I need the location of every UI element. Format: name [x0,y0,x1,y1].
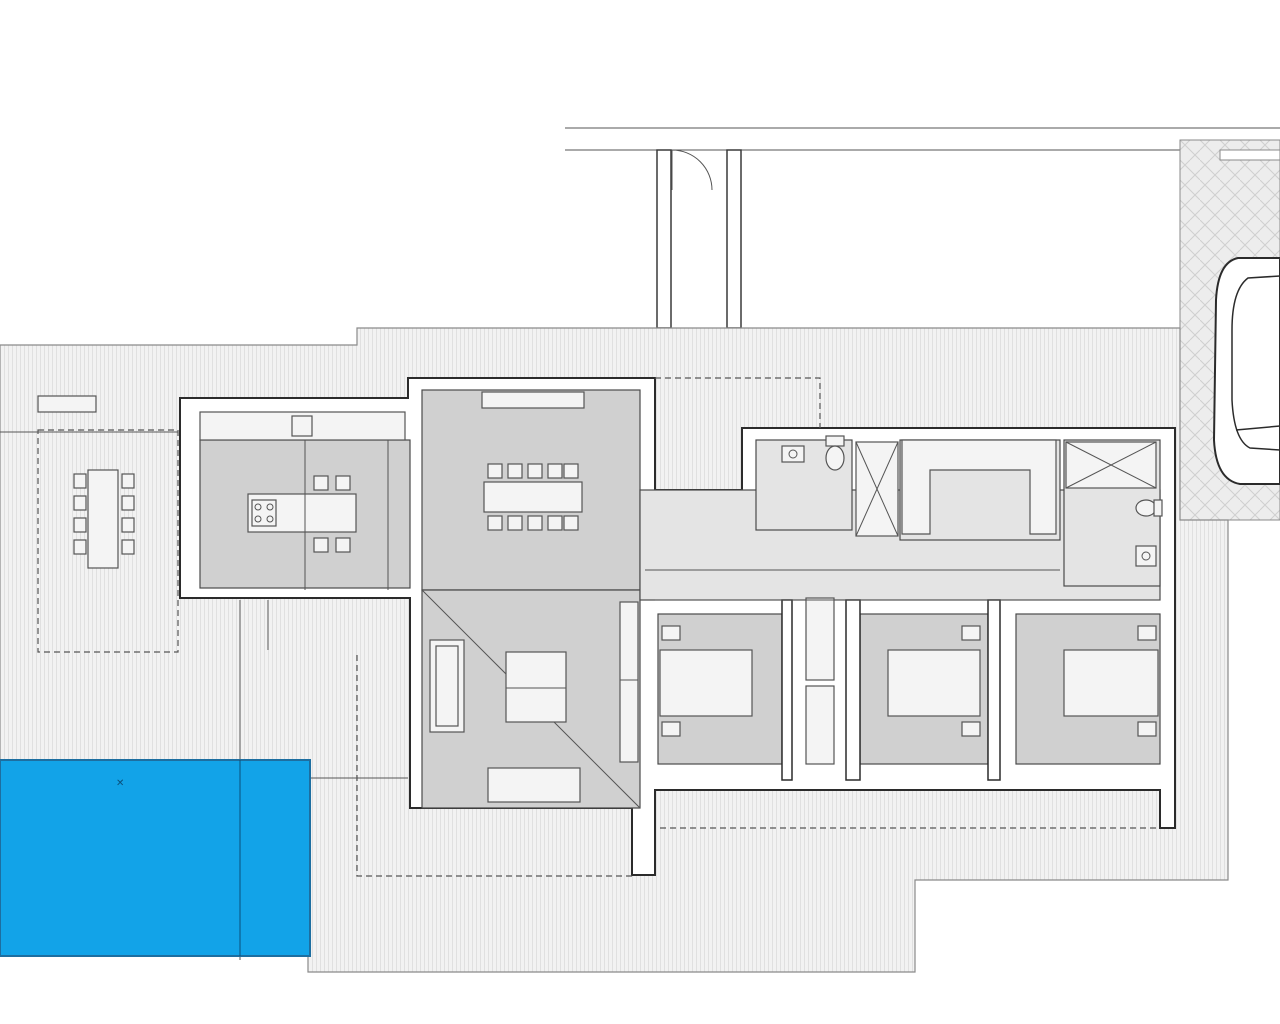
sofa-icon [429,639,465,733]
sofa-bottom [487,767,581,803]
bed-icon [887,625,981,737]
courtyard-walls [565,127,1280,329]
car-icon [1212,257,1280,485]
gate-door-swing [671,149,713,191]
wardrobe-1 [805,597,835,765]
courtyard-wall-left [656,149,672,329]
sink-icon [781,445,805,463]
toilet-icon [1135,499,1163,517]
living [421,589,641,809]
bathroom-2 [1063,439,1163,587]
parking-area [1179,139,1280,521]
bathroom-1 [755,435,899,537]
covered-terrace-left [0,395,408,779]
stove-icon [251,499,277,527]
pool-marker-icon: ✕ [116,778,124,789]
bedroom-3 [1015,613,1161,765]
dining-table-icon [483,463,583,531]
laundry [899,439,1061,541]
bed-icon [659,625,753,737]
tv-unit [619,601,639,763]
toilet-icon [825,435,845,471]
sink-icon [1135,545,1157,567]
swimming-pool: ✕ [0,759,311,957]
dining-table-icon [73,469,135,569]
dining [421,389,641,591]
bedroom-1 [657,613,783,765]
courtyard-wall-right [726,149,742,329]
coffee-table [505,651,567,723]
kitchen [199,411,411,590]
bed-icon [1063,625,1159,737]
bedroom-2 [859,613,989,765]
bedroom-partitions [655,599,1160,781]
